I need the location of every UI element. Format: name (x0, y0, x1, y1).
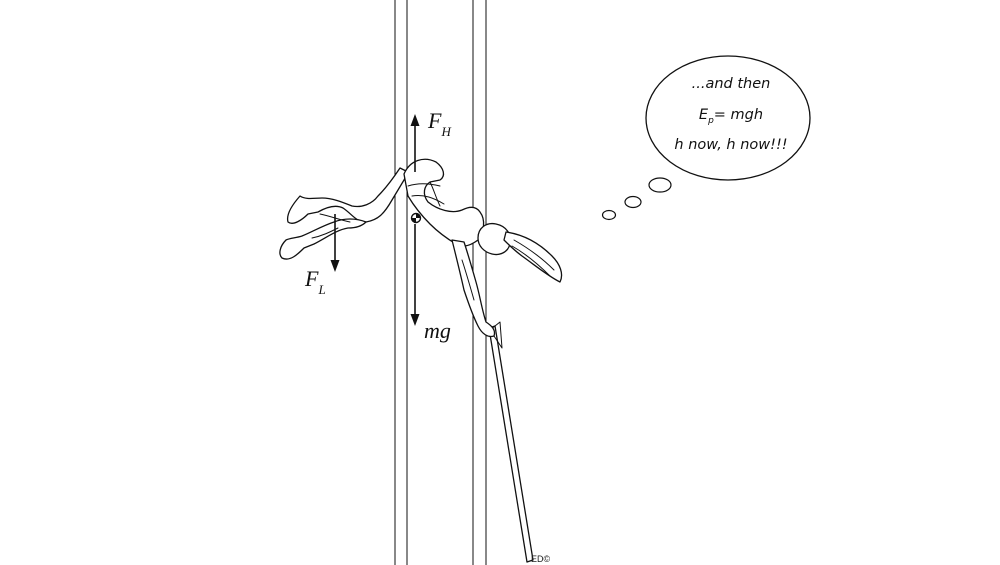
energy-formula: = mgh (714, 107, 763, 123)
force-label-fl: FL (304, 266, 326, 297)
athlete-figure (279, 158, 563, 338)
fl-symbol: F (304, 266, 319, 291)
energy-subscript: p (707, 116, 714, 126)
vaulting-pole (488, 321, 534, 563)
force-arrow-fl (330, 214, 340, 272)
thought-line-3: h now, h now!!! (674, 137, 787, 153)
force-arrow-mg (410, 224, 420, 326)
center-of-mass-marker (410, 212, 422, 224)
fh-symbol: F (427, 108, 442, 133)
thought-line-1: ...and then (692, 76, 771, 92)
thought-line-2: Ep= mgh (699, 107, 763, 126)
artist-signature: ED© (531, 554, 551, 564)
force-arrow-fh (410, 114, 420, 172)
force-label-fh: FH (427, 108, 451, 139)
energy-symbol: E (699, 107, 709, 123)
thought-bubble: ...and then Ep= mgh h now, h now!!! (601, 55, 811, 221)
force-label-mg: mg (424, 318, 451, 343)
fh-subscript: H (440, 124, 451, 139)
fl-subscript: L (317, 282, 325, 297)
